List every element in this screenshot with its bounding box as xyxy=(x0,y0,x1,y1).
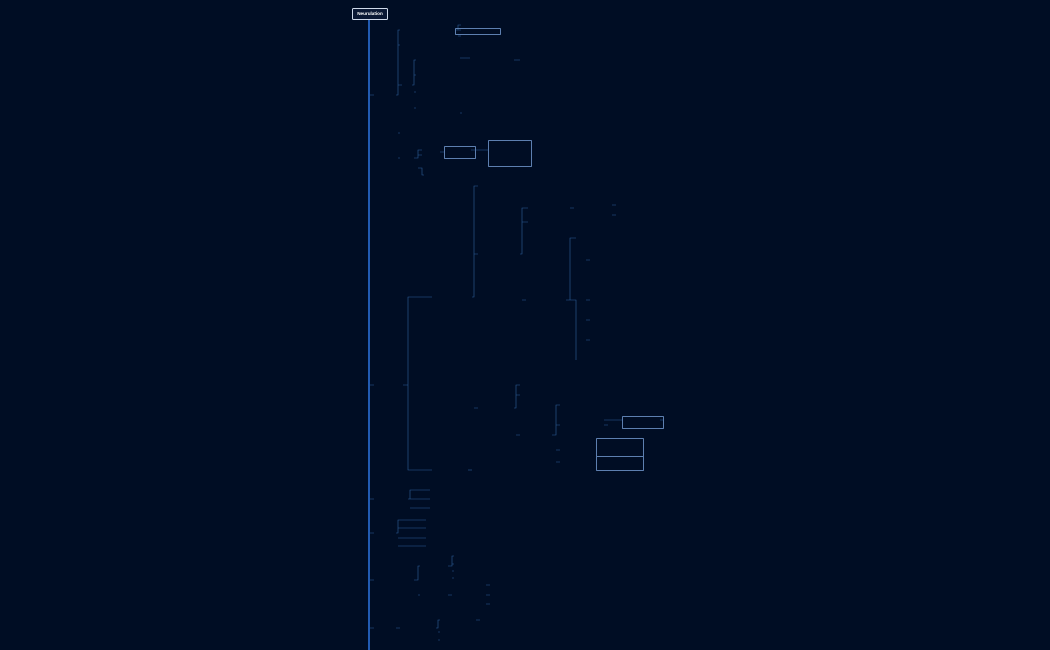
leaf-node[interactable] xyxy=(416,96,460,126)
leaf-node[interactable] xyxy=(400,40,455,46)
leaf-node[interactable] xyxy=(422,153,438,156)
leaf-node[interactable] xyxy=(574,203,612,213)
leaf-node[interactable] xyxy=(596,438,644,458)
leaf-node[interactable] xyxy=(430,506,470,512)
leaf-node[interactable] xyxy=(400,131,406,134)
leaf-node[interactable] xyxy=(570,298,588,301)
leaf-node[interactable] xyxy=(454,575,486,581)
leaf-node[interactable] xyxy=(454,560,486,568)
leaf-node[interactable] xyxy=(436,158,450,180)
leaf-node[interactable] xyxy=(616,213,662,221)
leaf-node[interactable] xyxy=(470,47,514,69)
leaf-node[interactable] xyxy=(400,626,436,629)
leaf-node[interactable] xyxy=(590,272,640,282)
leaf-node[interactable] xyxy=(426,518,466,521)
leaf-node[interactable] xyxy=(478,184,518,188)
leaf-node[interactable] xyxy=(478,406,514,410)
leaf-node[interactable] xyxy=(426,536,466,542)
leaf-node[interactable] xyxy=(528,220,558,224)
leaf-node[interactable] xyxy=(560,401,604,411)
leaf-node[interactable] xyxy=(520,433,552,436)
leaf-node[interactable] xyxy=(520,390,552,396)
leaf-node[interactable] xyxy=(440,636,476,644)
leaf-node[interactable] xyxy=(416,82,458,94)
leaf-node[interactable] xyxy=(472,466,516,476)
leaf-node[interactable] xyxy=(490,593,530,597)
leaf-node[interactable] xyxy=(616,186,664,214)
leaf-node[interactable] xyxy=(590,316,640,322)
leaf-node[interactable] xyxy=(490,600,530,608)
leaf-node[interactable] xyxy=(432,466,468,474)
leaf-node[interactable] xyxy=(416,68,458,80)
leaf-node[interactable] xyxy=(454,569,486,573)
leaf-node[interactable] xyxy=(461,23,469,26)
leaf-node[interactable] xyxy=(432,292,472,304)
leaf-node[interactable] xyxy=(622,416,664,430)
leaf-node[interactable] xyxy=(526,290,570,318)
leaf-node[interactable] xyxy=(420,562,448,570)
leaf-node[interactable] xyxy=(454,554,486,557)
leaf-node[interactable] xyxy=(488,140,532,168)
leaf-node[interactable] xyxy=(596,456,644,472)
leaf-node[interactable] xyxy=(400,28,455,36)
leaf-node[interactable] xyxy=(400,544,440,550)
leaf-node[interactable] xyxy=(422,166,436,169)
leaf-node[interactable] xyxy=(490,581,530,589)
leaf-node[interactable] xyxy=(440,627,476,633)
leaf-node[interactable] xyxy=(462,109,502,117)
leaf-node[interactable] xyxy=(520,383,552,386)
leaf-node[interactable] xyxy=(400,83,412,86)
leaf-node[interactable] xyxy=(664,418,700,428)
leaf-node[interactable] xyxy=(455,28,501,36)
leaf-node[interactable] xyxy=(416,52,460,62)
leaf-node[interactable] xyxy=(426,526,466,532)
root-node[interactable]: Neurulation xyxy=(352,8,388,20)
leaf-node[interactable] xyxy=(560,415,604,433)
leaf-node[interactable] xyxy=(480,616,520,624)
leaf-node[interactable] xyxy=(430,497,470,503)
leaf-node[interactable] xyxy=(520,56,558,66)
leaf-node[interactable] xyxy=(420,593,448,597)
leaf-node[interactable] xyxy=(590,324,640,364)
leaf-node[interactable] xyxy=(444,146,476,160)
leaf-node[interactable] xyxy=(430,488,470,492)
leaf-node[interactable] xyxy=(514,206,526,209)
leaf-node[interactable] xyxy=(400,156,414,159)
leaf-node[interactable] xyxy=(590,250,640,270)
leaf-node[interactable] xyxy=(528,200,570,218)
leaf-node[interactable] xyxy=(478,252,520,256)
leaf-node[interactable] xyxy=(576,226,614,250)
leaf-node[interactable] xyxy=(454,588,486,604)
leaf-node[interactable] xyxy=(440,617,476,623)
leaf-node[interactable] xyxy=(422,148,438,151)
leaf-node[interactable] xyxy=(590,286,640,314)
leaf-node[interactable] xyxy=(558,356,586,380)
